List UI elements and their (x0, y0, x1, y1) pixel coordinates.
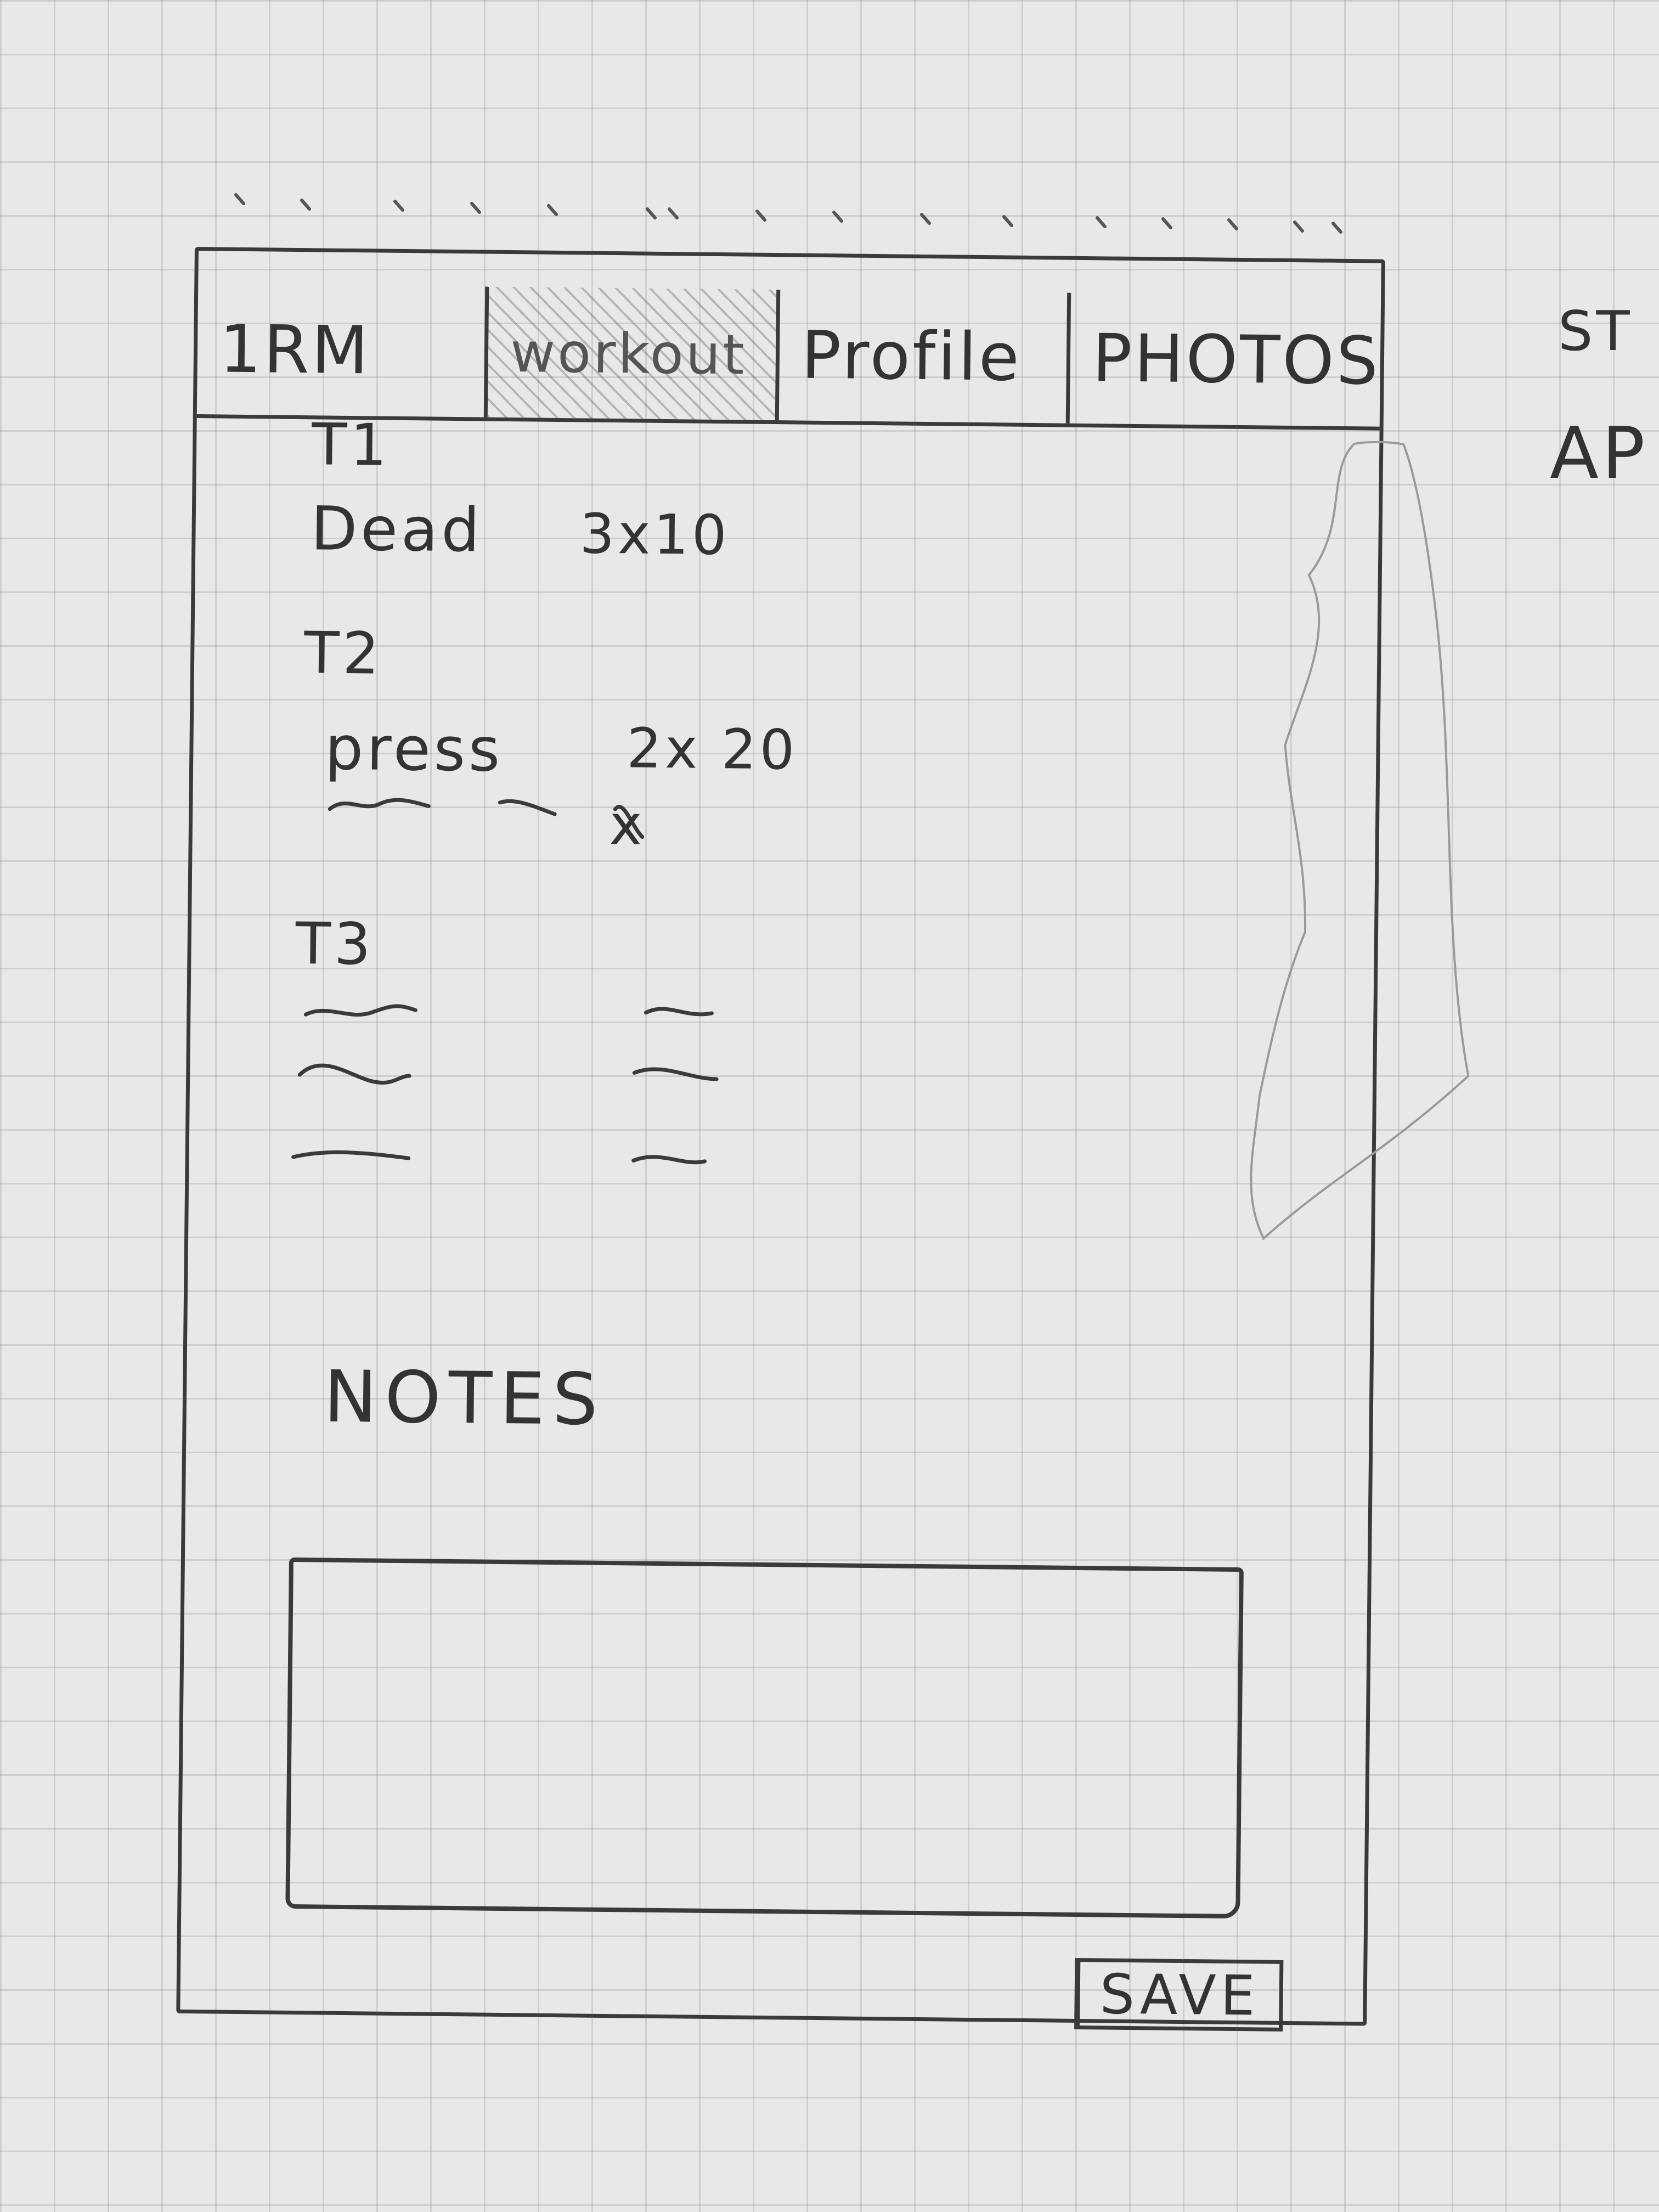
placeholder-exercise-row (328, 798, 645, 839)
exercise-sets: x (609, 792, 646, 857)
tab-label: workout (510, 320, 747, 387)
tier-heading: T2 (303, 619, 383, 687)
exercise-name: Dead (310, 493, 483, 566)
notes-label: NOTES (323, 1355, 606, 1441)
exercise-sets: 3x10 (579, 501, 731, 568)
status-bar-ticks (234, 193, 1342, 234)
tab-photos[interactable]: PHOTOS (1070, 293, 1381, 427)
tab-profile[interactable]: Profile (778, 290, 1071, 424)
scrollbar-sketch[interactable] (1220, 437, 1535, 1252)
tab-bar: 1RM workout Profile PHOTOS (196, 284, 1381, 431)
tab-workout[interactable]: workout (488, 286, 780, 421)
placeholder-exercise-list (291, 1004, 719, 1165)
exercise-sets: 2x 20 (626, 716, 798, 782)
tier-heading: T3 (295, 910, 375, 978)
exercise-name: press (324, 713, 504, 785)
tab-1rm[interactable]: 1RM (196, 284, 489, 417)
tab-label: 1RM (219, 311, 371, 389)
tier-heading: T1 (311, 411, 391, 479)
phone-screen-frame: 1RM workout Profile PHOTOS T1 Dead 3x10 … (176, 247, 1470, 2032)
margin-note: AP (1550, 411, 1649, 495)
margin-note: ST (1558, 299, 1633, 363)
tab-label: PHOTOS (1092, 320, 1381, 400)
notes-textarea[interactable] (285, 1557, 1244, 1919)
tab-label: Profile (800, 317, 1022, 396)
save-button[interactable]: SAVE (1074, 1957, 1284, 2032)
